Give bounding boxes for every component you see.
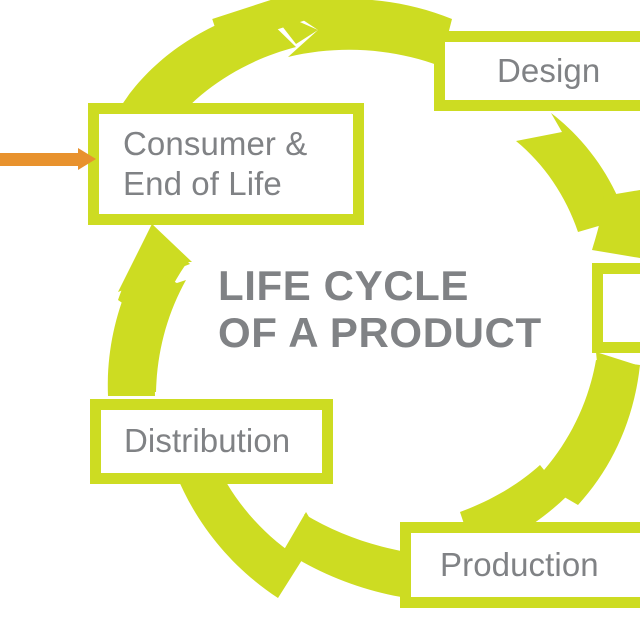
- arrow-segment-upper-right: [516, 113, 626, 232]
- stage-box-distribution[interactable]: Distribution: [90, 399, 333, 484]
- stage-label-design: Design: [497, 51, 601, 89]
- stage-box-production[interactable]: Production: [400, 522, 640, 608]
- chevron-head-top: [268, 8, 318, 44]
- arrow-segment-lower-right: [535, 360, 640, 505]
- stage-label-production: Production: [440, 545, 599, 583]
- arrow-tab-consumer-top: [212, 0, 334, 48]
- chevron-head-bottom: [278, 512, 330, 560]
- arrow-segment-top-right: [282, 0, 452, 66]
- entry-arrow-head: [78, 148, 96, 170]
- stage-label-distribution: Distribution: [124, 422, 291, 460]
- chevron-head-right: [596, 352, 640, 392]
- entry-arrow: [0, 148, 96, 170]
- stage-box-design[interactable]: Design: [434, 31, 640, 111]
- arrow-segment-bottom-center-right: [286, 514, 432, 601]
- stage-label-consumer: Consumer & End of Life: [123, 124, 308, 202]
- arrow-segment-left-band: [107, 262, 182, 396]
- arrow-segment-bottom-left: [176, 458, 302, 598]
- stage-box-right-clipped[interactable]: [592, 263, 640, 353]
- chevron-head-left: [118, 224, 190, 292]
- arrow-segment-right: [592, 190, 640, 258]
- stage-box-consumer[interactable]: Consumer & End of Life: [88, 103, 364, 225]
- entry-arrow-shaft: [0, 153, 80, 166]
- diagram-title: LIFE CYCLE OF A PRODUCT: [218, 262, 542, 357]
